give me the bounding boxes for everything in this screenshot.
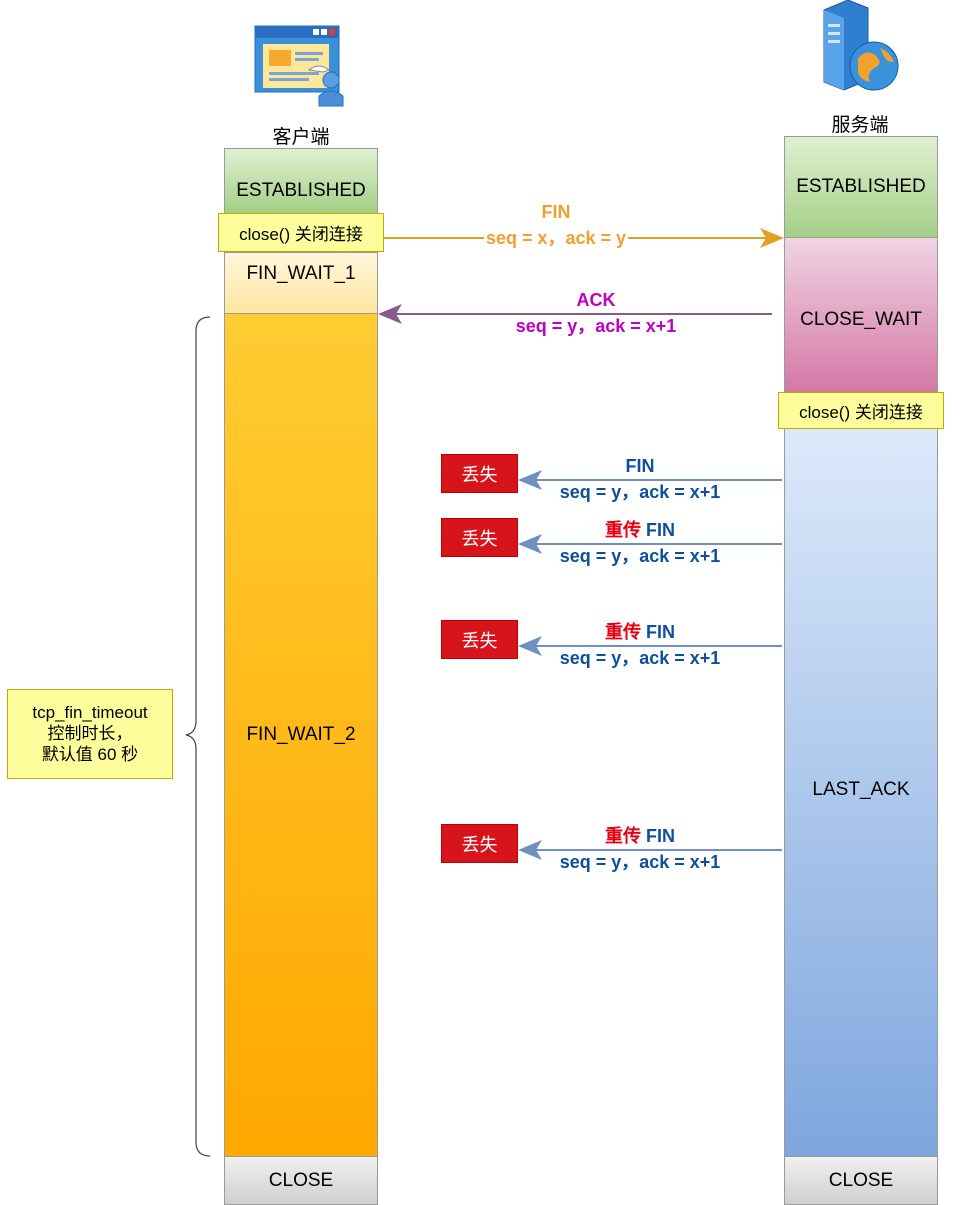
client-close-text: CLOSE xyxy=(268,1169,334,1191)
retrans3-prefix: 重传 xyxy=(604,826,641,846)
retrans3-lost-badge: 丢失 xyxy=(441,824,518,863)
fin1-detail: seq = x，ack = y xyxy=(483,225,629,251)
fin1-label: FIN seq = x，ack = y xyxy=(456,199,656,251)
client-state-close: CLOSE xyxy=(224,1156,378,1205)
retrans1-detail: seq = y，ack = x+1 xyxy=(559,546,721,566)
retrans3-label: 重传 FIN seq = y，ack = x+1 xyxy=(530,823,750,875)
server-state-established: ESTABLISHED xyxy=(784,136,938,238)
timeout-note: tcp_fin_timeout 控制时长， 默认值 60 秒 xyxy=(7,689,173,779)
retrans2-label: 重传 FIN seq = y，ack = x+1 xyxy=(530,619,750,671)
retrans1-prefix: 重传 xyxy=(604,520,641,540)
retrans2-prefix: 重传 xyxy=(604,622,641,642)
retrans3-title: FIN xyxy=(646,826,675,846)
timeout-note-line2: 控制时长， xyxy=(47,724,133,743)
client-established-text: ESTABLISHED xyxy=(236,180,366,201)
browser-window-user-icon xyxy=(253,22,349,108)
fin2-title: FIN xyxy=(625,456,655,476)
retrans1-title: FIN xyxy=(646,520,675,540)
server-state-last-ack: LAST_ACK xyxy=(784,428,938,1157)
timeout-note-line3: 默认值 60 秒 xyxy=(41,745,139,764)
client-close-note-text: close() 关闭连接 xyxy=(239,225,363,244)
client-fin-wait-2-text: FIN_WAIT_2 xyxy=(246,724,356,745)
client-close-note: close() 关闭连接 xyxy=(218,213,384,252)
brace xyxy=(185,316,211,1157)
server-established-text: ESTABLISHED xyxy=(796,176,926,197)
server-state-close: CLOSE xyxy=(784,1156,938,1205)
client-state-fin-wait-2: FIN_WAIT_2 xyxy=(224,313,378,1157)
server-globe-icon xyxy=(818,0,902,94)
server-state-close-wait: CLOSE_WAIT xyxy=(784,237,938,393)
server-close-wait-text: CLOSE_WAIT xyxy=(800,309,922,330)
retrans2-lost-badge: 丢失 xyxy=(441,620,518,659)
retrans3-detail: seq = y，ack = x+1 xyxy=(559,852,721,872)
client-fin-wait-1-text: FIN_WAIT_1 xyxy=(246,263,356,284)
ack1-detail: seq = y，ack = x+1 xyxy=(515,316,677,336)
server-label: 服务端 xyxy=(831,115,889,136)
fin2-detail: seq = y，ack = x+1 xyxy=(559,482,721,502)
client-label: 客户端 xyxy=(272,127,330,148)
timeout-note-line1: tcp_fin_timeout xyxy=(32,703,148,722)
ack1-label: ACK seq = y，ack = x+1 xyxy=(486,287,706,339)
fin2-lost-badge: 丢失 xyxy=(441,454,518,493)
fin2-label: FIN seq = y，ack = x+1 xyxy=(530,453,750,505)
server-close-note: close() 关闭连接 xyxy=(778,392,944,429)
server-close-text: CLOSE xyxy=(828,1169,894,1191)
retrans2-title: FIN xyxy=(646,622,675,642)
retrans1-label: 重传 FIN seq = y，ack = x+1 xyxy=(530,517,750,569)
server-last-ack-text: LAST_ACK xyxy=(812,778,910,800)
retrans1-lost-badge: 丢失 xyxy=(441,518,518,557)
ack1-title: ACK xyxy=(576,290,616,310)
fin1-title: FIN xyxy=(541,202,571,222)
retrans2-detail: seq = y，ack = x+1 xyxy=(559,648,721,668)
server-close-note-text: close() 关闭连接 xyxy=(799,403,923,422)
